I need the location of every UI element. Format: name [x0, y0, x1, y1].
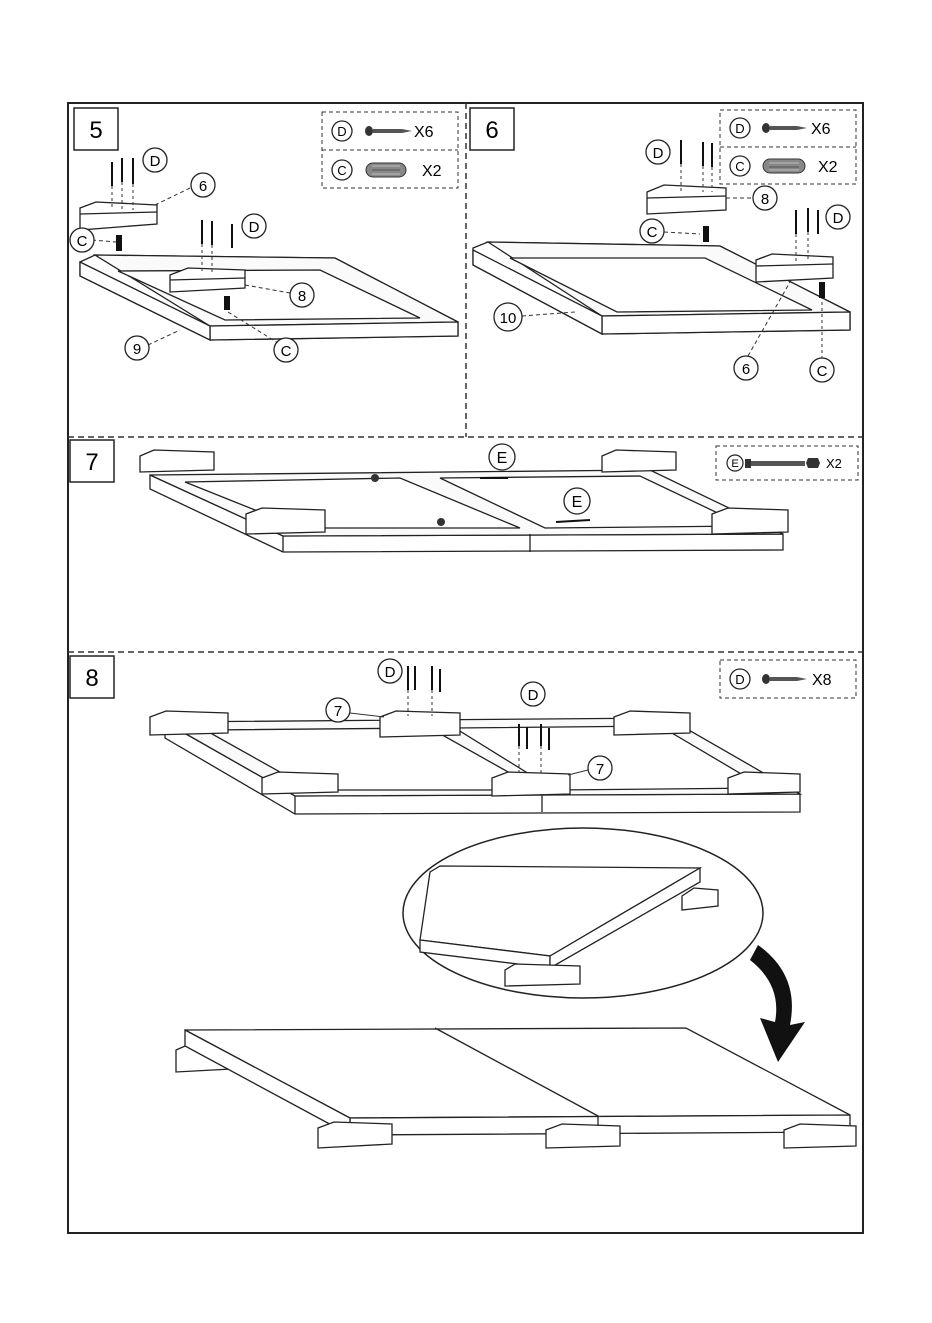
hardware-count: X2 — [818, 159, 838, 176]
hardware-letter: E — [731, 458, 738, 470]
callout: 8 — [726, 186, 777, 210]
svg-text:C: C — [817, 363, 828, 380]
dowel-icon — [366, 163, 406, 177]
block-part-8 — [170, 268, 245, 292]
svg-text:E: E — [572, 494, 583, 511]
svg-text:6: 6 — [199, 178, 207, 195]
svg-text:6: 6 — [742, 361, 750, 378]
step-number: 5 — [89, 117, 102, 144]
hardware-count: X6 — [414, 124, 434, 141]
svg-text:C: C — [77, 233, 88, 250]
svg-text:D: D — [653, 145, 664, 162]
hardware-count: X8 — [812, 672, 832, 689]
svg-text:D: D — [833, 210, 844, 227]
step-number: 6 — [485, 117, 498, 144]
svg-text:C: C — [647, 224, 658, 241]
screws — [112, 158, 232, 248]
step-5-panel: 5 D X6 C X2 — [70, 108, 458, 362]
callout: 6 — [155, 173, 215, 205]
screw-icon — [762, 674, 807, 684]
callout: C — [640, 219, 700, 243]
block-part-6 — [756, 254, 833, 282]
svg-text:9: 9 — [133, 341, 141, 358]
svg-text:D: D — [150, 153, 161, 170]
callout: D — [826, 205, 850, 229]
callout: D — [646, 140, 670, 164]
frame-part-9 — [80, 255, 458, 340]
callout: E — [489, 444, 515, 470]
hardware-count: X2 — [422, 163, 442, 180]
callout: C — [810, 358, 834, 382]
hardware-letter: D — [735, 672, 744, 687]
hardware-count: X2 — [826, 456, 842, 471]
svg-text:8: 8 — [761, 191, 769, 208]
detail-zoom-bubble — [403, 828, 763, 998]
svg-text:C: C — [281, 343, 292, 360]
hardware-count: X6 — [811, 121, 831, 138]
callout: C — [70, 228, 116, 252]
step-number: 8 — [85, 665, 98, 692]
floor-frame-with-blocks — [150, 711, 800, 814]
floor-frame-assembly — [140, 450, 788, 552]
hardware-letter: D — [337, 124, 346, 139]
hardware-letter: C — [735, 159, 744, 174]
step-number: 7 — [85, 449, 98, 476]
svg-text:D: D — [249, 219, 260, 236]
svg-text:8: 8 — [298, 288, 306, 305]
step-8-panel: 8 D X8 — [70, 656, 856, 1148]
callout: 9 — [125, 330, 180, 360]
callout: D — [242, 214, 266, 238]
hardware-letter: D — [735, 121, 744, 136]
callout: D — [521, 682, 545, 706]
step-7-panel: 7 E X2 E — [70, 440, 858, 552]
curved-arrow-icon — [750, 945, 805, 1062]
block-part-8 — [647, 185, 726, 214]
svg-text:E: E — [497, 450, 508, 467]
screw-icon — [365, 126, 412, 136]
svg-text:7: 7 — [596, 761, 604, 778]
callout: D — [143, 148, 167, 172]
block-part-6 — [80, 202, 157, 230]
finished-floor-panels — [176, 1028, 856, 1148]
bolt-icon — [745, 458, 820, 468]
screw-icon — [762, 123, 807, 133]
svg-text:7: 7 — [334, 703, 342, 720]
dowel-icon — [763, 159, 805, 173]
svg-text:10: 10 — [500, 310, 517, 327]
svg-text:D: D — [528, 687, 539, 704]
svg-text:D: D — [385, 664, 396, 681]
callout: D — [378, 659, 402, 683]
step-6-panel: 6 D X6 C X2 — [470, 108, 856, 382]
callout: E — [564, 488, 590, 514]
hardware-letter: C — [337, 163, 346, 178]
callout: 7 — [326, 698, 384, 722]
